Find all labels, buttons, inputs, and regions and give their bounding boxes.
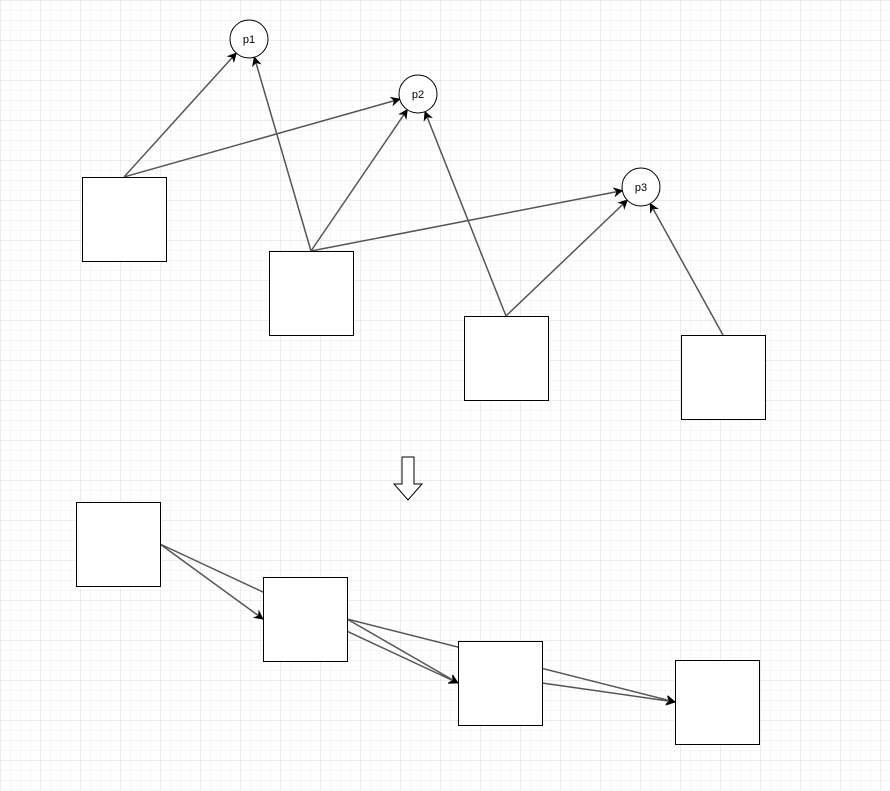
edge-a-to-p1	[123, 52, 237, 178]
nodes-layer: p1 p2 p3	[76, 19, 766, 745]
pin-circle	[229, 19, 269, 59]
pin-label: p3	[635, 182, 647, 194]
edge-d-to-p3	[649, 202, 724, 336]
pin-p3[interactable]: p3	[621, 167, 661, 207]
box-b2[interactable]	[263, 577, 348, 662]
edge-c2-to-d2	[541, 682, 676, 706]
box-c2[interactable]	[458, 641, 543, 726]
pin-circle	[621, 167, 661, 207]
box-b[interactable]	[269, 251, 354, 336]
pin-label: p1	[243, 34, 255, 46]
edge-b-to-p2	[310, 108, 408, 252]
box-c[interactable]	[464, 316, 549, 401]
edge-c-to-p3	[505, 199, 628, 317]
box-d2[interactable]	[675, 660, 760, 745]
pin-circle	[398, 74, 438, 114]
edge-a2-to-b2	[159, 543, 264, 620]
pin-p1[interactable]: p1	[229, 19, 269, 59]
edge-b2-to-c2	[346, 618, 459, 684]
transform-down-arrow-icon[interactable]	[392, 456, 424, 501]
pin-p2[interactable]: p2	[398, 74, 438, 114]
edge-c-to-p2	[423, 110, 507, 317]
transform-arrow-layer	[392, 456, 424, 501]
box-a2[interactable]	[76, 502, 161, 587]
edge-b-to-p3	[310, 187, 624, 252]
box-d[interactable]	[681, 335, 766, 420]
box-a[interactable]	[82, 177, 167, 262]
pin-label: p2	[412, 89, 424, 101]
edge-b-to-p1	[252, 56, 312, 252]
edge-a-to-p2	[123, 96, 401, 178]
